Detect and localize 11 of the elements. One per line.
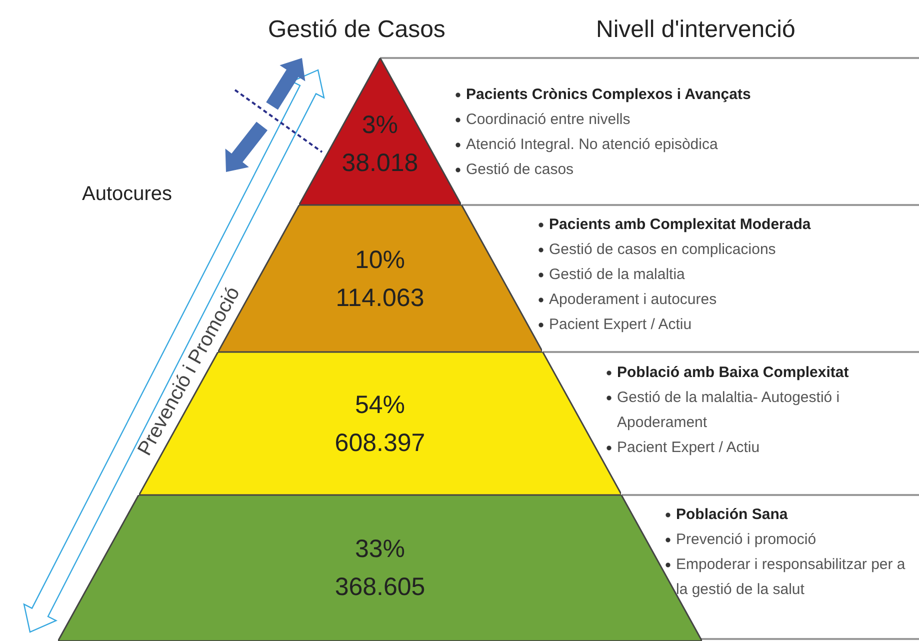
percentage-text: 10% <box>354 246 405 274</box>
population-count: 38.018 <box>342 148 418 176</box>
percentage-text: 3% <box>362 110 398 138</box>
column-heading: Nivell d'intervenció <box>596 16 796 44</box>
population-count: 608.397 <box>334 428 426 456</box>
population-count: 368.605 <box>334 573 426 601</box>
column-heading: Gestió de Casos <box>268 16 446 44</box>
percentage-text: 33% <box>354 535 406 563</box>
percentage-text: 54% <box>354 390 405 418</box>
population-count: 114.063 <box>336 284 424 312</box>
side-label: Autocures <box>82 183 172 206</box>
